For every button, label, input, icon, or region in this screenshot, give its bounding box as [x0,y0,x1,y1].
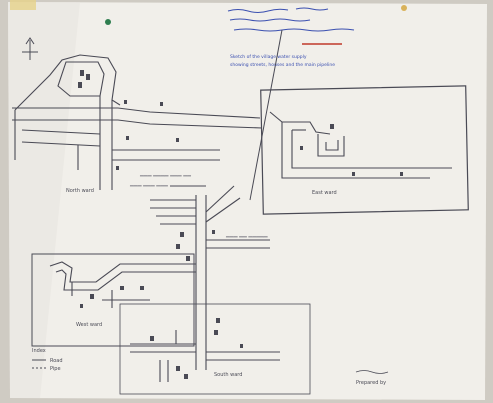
north-arrow-icon [22,37,38,60]
boundary-line [249,29,283,201]
west-ward-roads [49,261,196,308]
legend-item-road: Road [50,358,63,364]
south-ward-boundary [119,303,311,395]
legend-item-pipe: Pipe [50,366,61,372]
east-ward-houses [300,124,403,176]
east-ward-roads [269,111,452,179]
central-roads [150,185,270,370]
paper-shade [8,2,80,398]
header-line-1: Sketch of the village water supply [230,54,307,60]
central-houses [176,230,220,335]
west-ward-boundary [31,253,195,347]
svg-text:▁▁▁ ▁▁▁ ▁▁▁: ▁▁▁ ▁▁▁ ▁▁▁ [129,181,168,187]
area-label-north: North ward [66,188,94,194]
central-labels: ▁▁▁ ▁▁ ▁▁▁▁▁ [225,232,268,238]
pin-icon [401,5,407,11]
legend-title: Index [32,348,46,354]
east-ward-boundary [260,85,469,215]
signature-block: Prepared by [355,370,389,386]
south-ward-roads [130,330,280,382]
area-label-west: West ward [76,322,102,328]
tape-piece [10,0,36,10]
header-ink-notes [227,7,355,45]
pin-icon [105,19,111,25]
legend: Index Road Pipe [32,348,63,372]
north-ward-houses [78,70,179,170]
svg-text:▁▁▁ ▁▁▁▁ ▁▁▁ ▁▁: ▁▁▁ ▁▁▁▁ ▁▁▁ ▁▁ [139,171,191,177]
north-ward-labels: ▁▁▁ ▁▁▁▁ ▁▁▁ ▁▁ ▁▁▁ ▁▁▁ ▁▁▁ [129,171,191,187]
area-label-south: South ward [214,372,242,378]
west-ward-houses [80,286,144,308]
south-ward-houses [150,336,243,379]
header-line-2: showing streets, houses and the main pip… [230,62,335,68]
area-label-east: East ward [312,190,337,196]
signature-scribble [355,370,389,374]
north-ward-roads [12,54,263,190]
svg-text:▁▁▁ ▁▁ ▁▁▁▁▁: ▁▁▁ ▁▁ ▁▁▁▁▁ [225,232,268,238]
signature-label: Prepared by [356,380,386,386]
